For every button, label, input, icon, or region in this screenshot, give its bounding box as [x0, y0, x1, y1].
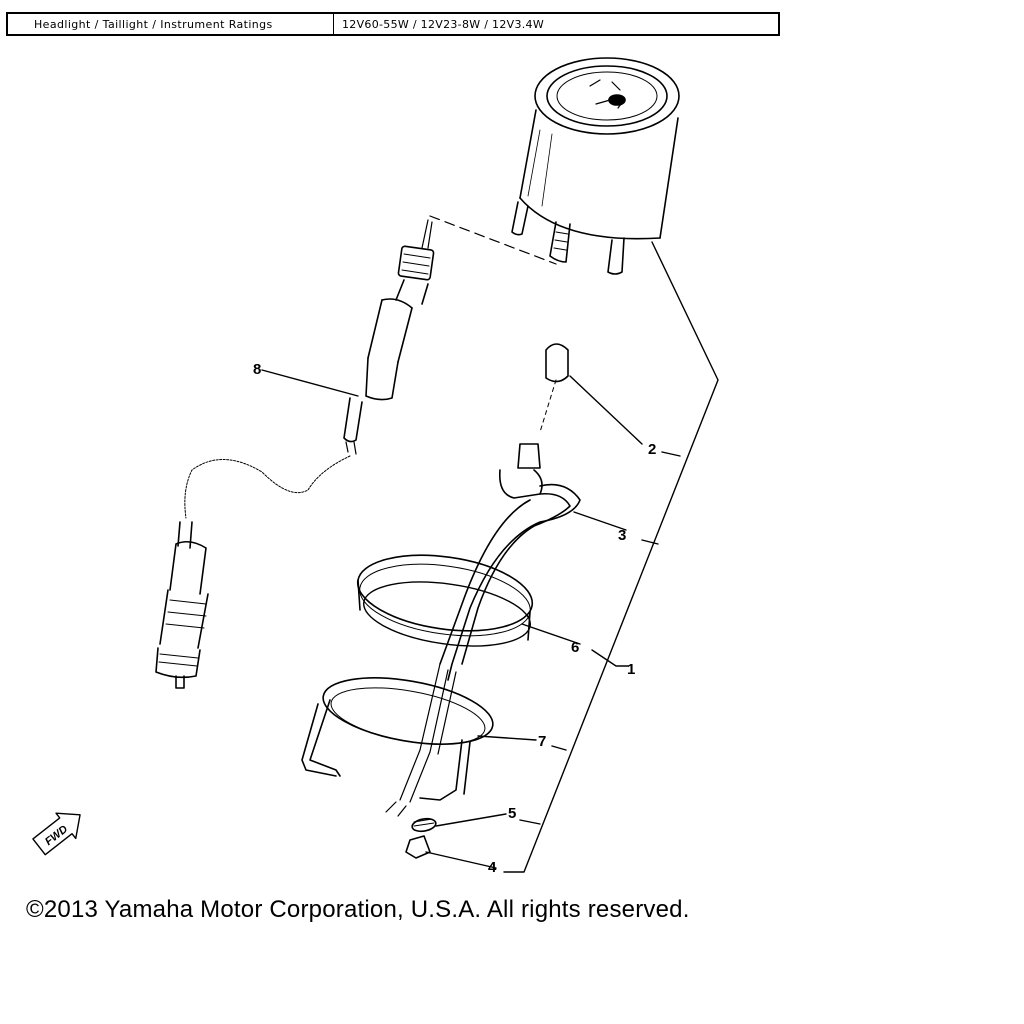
- fwd-arrow-icon: FWD: [32, 812, 81, 856]
- leader-lines: [261, 241, 719, 873]
- wire-leads: [385, 663, 457, 817]
- ratings-value: 12V60-55W / 12V23-8W / 12V3.4W: [342, 17, 545, 31]
- callout-8: 8: [253, 361, 261, 378]
- copyright-notice: ©2013 Yamaha Motor Corporation, U.S.A. A…: [26, 896, 690, 923]
- callout-4: 4: [488, 859, 497, 876]
- ratings-label: Headlight / Taillight / Instrument Ratin…: [8, 14, 334, 34]
- meter-bracket: [301, 677, 494, 801]
- meter-cable: [155, 219, 435, 689]
- callout-5: 5: [508, 805, 516, 822]
- callout-2: 2: [648, 441, 656, 458]
- dashed-connector: [429, 215, 557, 265]
- ratings-table: Headlight / Taillight / Instrument Ratin…: [6, 12, 780, 36]
- bulb-and-socket: [439, 343, 581, 681]
- washer-and-nut: [405, 817, 437, 859]
- meter-ring: [356, 554, 534, 647]
- callout-1: 1: [627, 661, 635, 678]
- meter-assembly: [511, 57, 680, 275]
- callout-6: 6: [571, 639, 579, 656]
- callout-7: 7: [538, 733, 546, 750]
- callout-3: 3: [618, 527, 626, 544]
- parts-diagram: 1 2 3 4 5 6 7 8 FWD: [32, 57, 719, 876]
